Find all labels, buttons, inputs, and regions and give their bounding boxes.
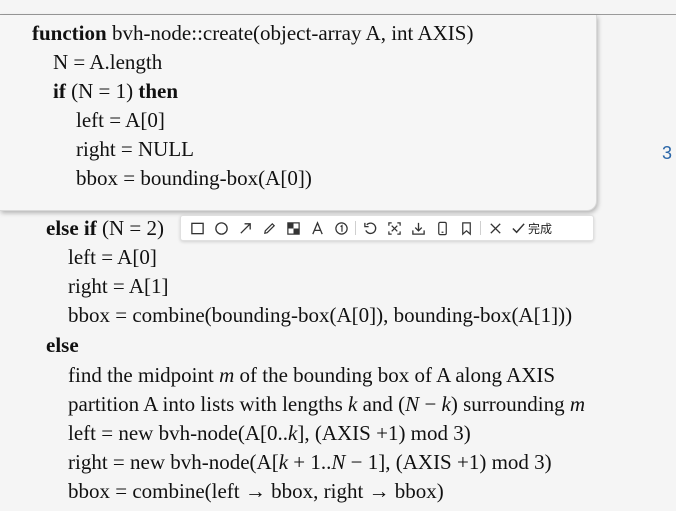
- text: left = new bvh-node(A[0..: [68, 421, 289, 445]
- code-line-else: else: [46, 333, 79, 357]
- text-icon[interactable]: [305, 217, 329, 239]
- math-var: k: [278, 450, 289, 474]
- pin-icon[interactable]: [382, 217, 406, 239]
- code-line: left = A[0]: [68, 245, 157, 269]
- top-border-line: [0, 14, 676, 15]
- phone-icon[interactable]: [430, 217, 454, 239]
- condition: (N = 2): [101, 216, 164, 240]
- code-line-function: function bvh-node::create(object-array A…: [32, 20, 473, 46]
- pen-icon[interactable]: [257, 217, 281, 239]
- keyword: if: [53, 79, 66, 103]
- text: of the bounding box of A along AXIS: [239, 363, 556, 387]
- math-var: m: [569, 392, 586, 416]
- text: + 1..: [288, 450, 332, 474]
- math-var: N: [331, 450, 346, 474]
- download-icon[interactable]: [406, 217, 430, 239]
- code-line: left = new bvh-node(A[0..k], (AXIS +1) m…: [68, 420, 471, 446]
- text: right = new bvh-node(A[: [68, 450, 279, 474]
- math-var: N: [405, 392, 420, 416]
- undo-icon[interactable]: [358, 217, 382, 239]
- code-line: left = A[0]: [76, 108, 165, 132]
- arrow-icon[interactable]: [233, 217, 257, 239]
- code-line: partition A into lists with lengths k an…: [68, 391, 585, 417]
- code-line-else-if: else if (N = 2): [46, 215, 164, 241]
- toolbar-separator: [355, 221, 356, 235]
- mosaic-icon[interactable]: [281, 217, 305, 239]
- code-line: right = new bvh-node(A[k + 1..N − 1], (A…: [68, 449, 552, 475]
- text: − 1], (AXIS +1) mod 3): [345, 450, 552, 474]
- text: −: [424, 392, 437, 416]
- text: partition A into lists with lengths: [68, 392, 343, 416]
- text: ], (AXIS +1) mod 3): [297, 421, 471, 445]
- keyword: function: [32, 21, 107, 45]
- page-number: 3: [662, 143, 673, 163]
- text: ) surrounding: [450, 392, 565, 416]
- confirm-icon: [512, 222, 525, 233]
- math-var: k: [288, 421, 298, 445]
- toolbar-separator: [480, 221, 481, 235]
- code-line: right = NULL: [76, 137, 194, 161]
- math-var: k: [348, 392, 358, 416]
- signature: bvh-node::create(object-array A, int AXI…: [111, 21, 474, 45]
- code-line: N = A.length: [53, 50, 163, 74]
- text: find the midpoint: [68, 363, 214, 387]
- annotation-toolbar: 完成: [180, 215, 594, 241]
- keyword: then: [138, 79, 179, 103]
- code-line: find the midpoint m of the bounding box …: [68, 362, 555, 388]
- cancel-icon[interactable]: [483, 217, 507, 239]
- code-line: bbox = bounding-box(A[0]): [76, 166, 312, 190]
- text: and (: [362, 392, 406, 416]
- snippet-card[interactable]: function bvh-node::create(object-array A…: [0, 15, 597, 211]
- rectangle-icon[interactable]: [185, 217, 209, 239]
- math-var: k: [441, 392, 451, 416]
- code-line: right = A[1]: [68, 274, 169, 298]
- math-var: m: [219, 363, 235, 387]
- condition: (N = 1): [71, 79, 134, 103]
- number-icon[interactable]: [329, 217, 353, 239]
- keyword: else if: [46, 216, 97, 240]
- done-label: 完成: [528, 221, 553, 236]
- done-button[interactable]: 完成: [507, 217, 556, 239]
- ellipse-icon[interactable]: [209, 217, 233, 239]
- code-line: bbox = combine(left → bbox, right → bbox…: [68, 479, 444, 503]
- bookmark-icon[interactable]: [454, 217, 478, 239]
- code-line-if: if (N = 1) then: [53, 78, 178, 104]
- code-line: bbox = combine(bounding-box(A[0]), bound…: [68, 303, 573, 327]
